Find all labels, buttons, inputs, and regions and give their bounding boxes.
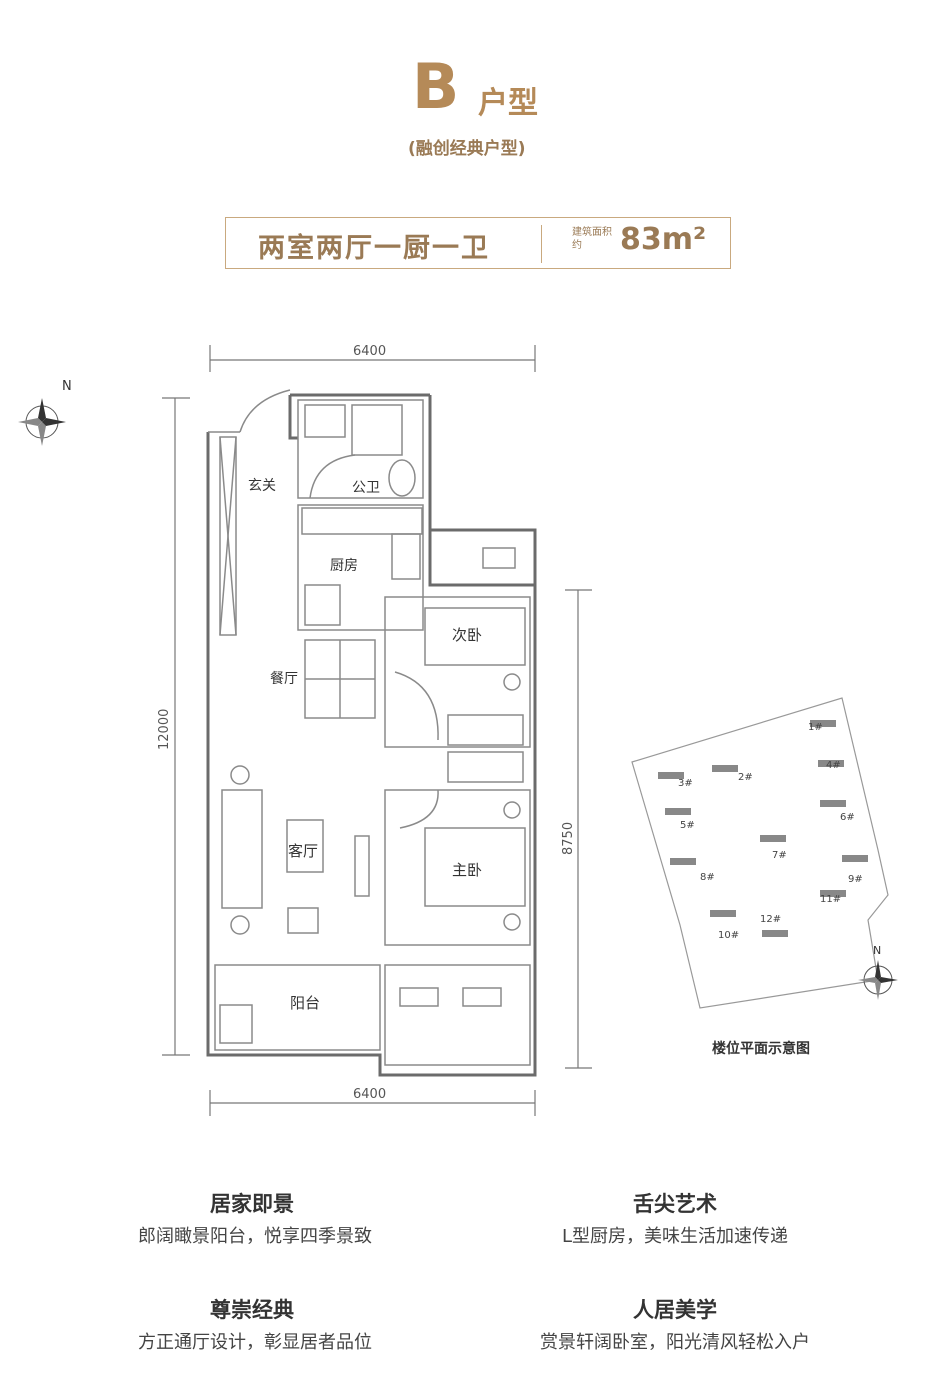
site-building-label: 4# xyxy=(826,760,841,771)
feature-desc: 郎阔瞰景阳台，悦享四季景致 xyxy=(138,1226,372,1247)
sofa xyxy=(221,789,263,909)
room-label-balcony: 阳台 xyxy=(290,994,320,1012)
washing-machine xyxy=(219,1004,253,1044)
site-building-label: 5# xyxy=(680,820,695,831)
site-building-block xyxy=(810,720,836,727)
second-bedroom-room xyxy=(384,596,531,748)
site-building-label: 2# xyxy=(738,772,753,783)
ac-unit xyxy=(399,987,439,1007)
bathroom-door-swing xyxy=(309,454,356,499)
dimension-top-line xyxy=(209,345,536,372)
site-plan: 1# 2# 3# 4# 5# 6# 7# 8# 9# 10# 11# 12# N 楼位平面示意图 xyxy=(631,697,898,1057)
outer-walls xyxy=(206,393,537,1077)
dimension-right: 8750 xyxy=(561,822,576,855)
bathroom-room xyxy=(297,399,424,499)
dimension-bottom-line xyxy=(209,1090,536,1116)
site-plan-caption: 楼位平面示意图 xyxy=(712,1040,810,1057)
dimension-left-line xyxy=(162,397,190,1056)
lamp-icon xyxy=(230,915,250,935)
site-building-block xyxy=(670,858,696,865)
site-compass-label: N xyxy=(873,944,881,957)
site-building-block xyxy=(710,910,736,917)
site-building-label: 1# xyxy=(808,722,823,733)
site-building-block xyxy=(712,765,738,772)
master-bedroom-room xyxy=(384,789,531,946)
wardrobe-lower xyxy=(447,751,524,783)
lamp-icon xyxy=(503,913,521,931)
site-building-block xyxy=(820,800,846,807)
area-label: 建筑面积约 xyxy=(572,227,612,251)
room-label-dining: 餐厅 xyxy=(270,671,298,687)
kitchen-room xyxy=(297,504,424,631)
balcony-room xyxy=(214,964,381,1051)
room-label-living: 客厅 xyxy=(288,842,318,860)
site-building-block xyxy=(760,835,786,842)
shower xyxy=(351,404,403,456)
kitchen-sink xyxy=(391,533,421,580)
feature-title: 舌尖艺术 xyxy=(633,1192,717,1216)
site-building-label: 6# xyxy=(840,812,855,823)
coffee-table xyxy=(286,819,324,873)
site-building-label: 3# xyxy=(678,778,693,789)
site-building-block xyxy=(665,808,691,815)
compass-label: N xyxy=(62,379,72,394)
floor-plan: N 6400 6400 12000 8750 玄关 公卫 厨房 餐厅 客厅 次卧… xyxy=(18,344,592,1116)
room-label-entrance: 玄关 xyxy=(248,477,276,494)
feature-title: 居家即景 xyxy=(210,1192,294,1216)
lamp-icon xyxy=(230,765,250,785)
second-bedroom-bed xyxy=(424,607,526,666)
room-label-bathroom: 公卫 xyxy=(352,480,380,496)
second-bedroom-door-swing xyxy=(394,671,439,741)
lamp-icon xyxy=(503,801,521,819)
feature-title: 人居美学 xyxy=(633,1298,717,1322)
washbasin xyxy=(304,404,346,438)
fridge xyxy=(304,584,341,626)
site-boundary xyxy=(631,697,889,1009)
area-value: 83m² xyxy=(620,222,707,257)
kitchen-counter xyxy=(301,507,423,535)
layout-description: 两室两厅一厨一卫 xyxy=(258,233,490,264)
site-building-label: 11# xyxy=(820,894,841,905)
wardrobe-upper xyxy=(447,714,524,746)
site-building-label: 8# xyxy=(700,872,715,883)
entry-door-swing xyxy=(239,389,291,433)
toilet xyxy=(388,459,416,497)
ac-unit xyxy=(462,987,502,1007)
spec-box xyxy=(225,217,731,269)
dimension-bottom: 6400 xyxy=(353,1087,386,1102)
site-building-block xyxy=(762,930,788,937)
ac-unit xyxy=(482,547,516,569)
unit-type-letter: B xyxy=(412,50,460,123)
lamp-icon xyxy=(503,673,521,691)
compass-icon xyxy=(18,398,66,446)
bedroom-balcony xyxy=(384,964,531,1066)
feature-desc: L型厨房，美味生活加速传递 xyxy=(561,1226,789,1247)
master-door-swing xyxy=(399,789,439,829)
site-building-label: 7# xyxy=(772,850,787,861)
spec-divider xyxy=(541,225,542,263)
room-label-kitchen: 厨房 xyxy=(330,558,358,574)
tv-cabinet xyxy=(354,835,370,897)
site-compass-icon xyxy=(858,960,898,1000)
site-building-block xyxy=(842,855,868,862)
site-building-label: 12# xyxy=(760,914,781,925)
dimension-top: 6400 xyxy=(353,344,386,359)
site-building-block xyxy=(658,772,684,779)
feature-desc: 赏景轩阔卧室，阳光清风轻松入户 xyxy=(540,1332,810,1353)
feature-desc: 方正通厅设计，彰显居者品位 xyxy=(138,1332,372,1353)
entrance-cabinet xyxy=(219,436,237,636)
unit-subtitle: (融创经典户型) xyxy=(408,139,526,159)
site-building-label: 10# xyxy=(718,930,739,941)
dimension-left: 12000 xyxy=(157,709,172,750)
site-building-block xyxy=(818,760,844,767)
master-bed xyxy=(424,827,526,907)
room-label-master-bedroom: 主卧 xyxy=(452,861,482,879)
unit-type-suffix: 户型 xyxy=(478,86,538,121)
site-building-label: 9# xyxy=(848,874,863,885)
armchair xyxy=(287,907,319,934)
dimension-right-line xyxy=(565,589,592,1069)
site-building-block xyxy=(820,890,846,897)
room-label-second-bedroom: 次卧 xyxy=(452,626,482,644)
feature-title: 尊崇经典 xyxy=(210,1298,294,1322)
